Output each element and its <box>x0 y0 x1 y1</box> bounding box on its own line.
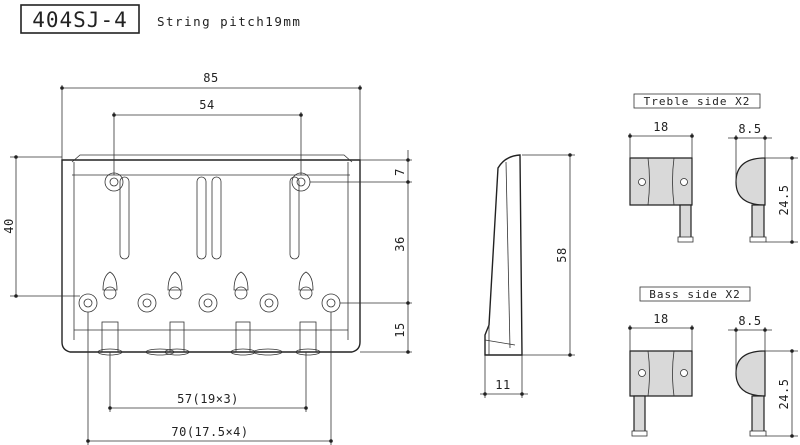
model-box <box>20 4 140 34</box>
dim-width-slots: 54 <box>199 98 214 112</box>
bridge-side-view <box>484 154 523 356</box>
dim-bottom-offset: 15 <box>393 322 407 337</box>
side-dimensions: 58 11 <box>480 153 575 398</box>
model-number: 404SJ-4 <box>32 8 128 32</box>
dim-mount-span: 70(17.5×4) <box>171 425 248 439</box>
bass-label-box <box>639 286 751 302</box>
bass-saddle-group: Bass side X2 18 8.5 24.5 <box>628 286 798 438</box>
dim-height-total: 40 <box>2 218 16 233</box>
dim-side-width: 11 <box>495 378 510 392</box>
bass-height: 24.5 <box>777 379 791 410</box>
treble-width: 18 <box>653 120 668 134</box>
bass-depth: 8.5 <box>738 314 761 328</box>
treble-depth: 8.5 <box>738 122 761 136</box>
dim-top-offset: 7 <box>393 168 407 176</box>
treble-height: 24.5 <box>777 185 791 216</box>
bass-label: Bass side X2 <box>649 288 740 301</box>
dim-width-total: 85 <box>203 71 218 85</box>
treble-saddle-group: Treble side X2 18 8.5 24.5 <box>628 93 798 244</box>
front-dimensions: 85 54 40 7 36 15 57(19×3) 70(17. <box>2 71 412 445</box>
bass-width: 18 <box>653 312 668 326</box>
bridge-front-view <box>61 154 361 356</box>
dim-height-right: 36 <box>393 236 407 251</box>
dim-saddle-span: 57(19×3) <box>177 392 239 406</box>
treble-label: Treble side X2 <box>644 95 751 108</box>
dim-side-height: 58 <box>555 247 569 262</box>
string-pitch: String pitch19mm <box>157 14 301 29</box>
treble-label-box <box>633 93 761 109</box>
